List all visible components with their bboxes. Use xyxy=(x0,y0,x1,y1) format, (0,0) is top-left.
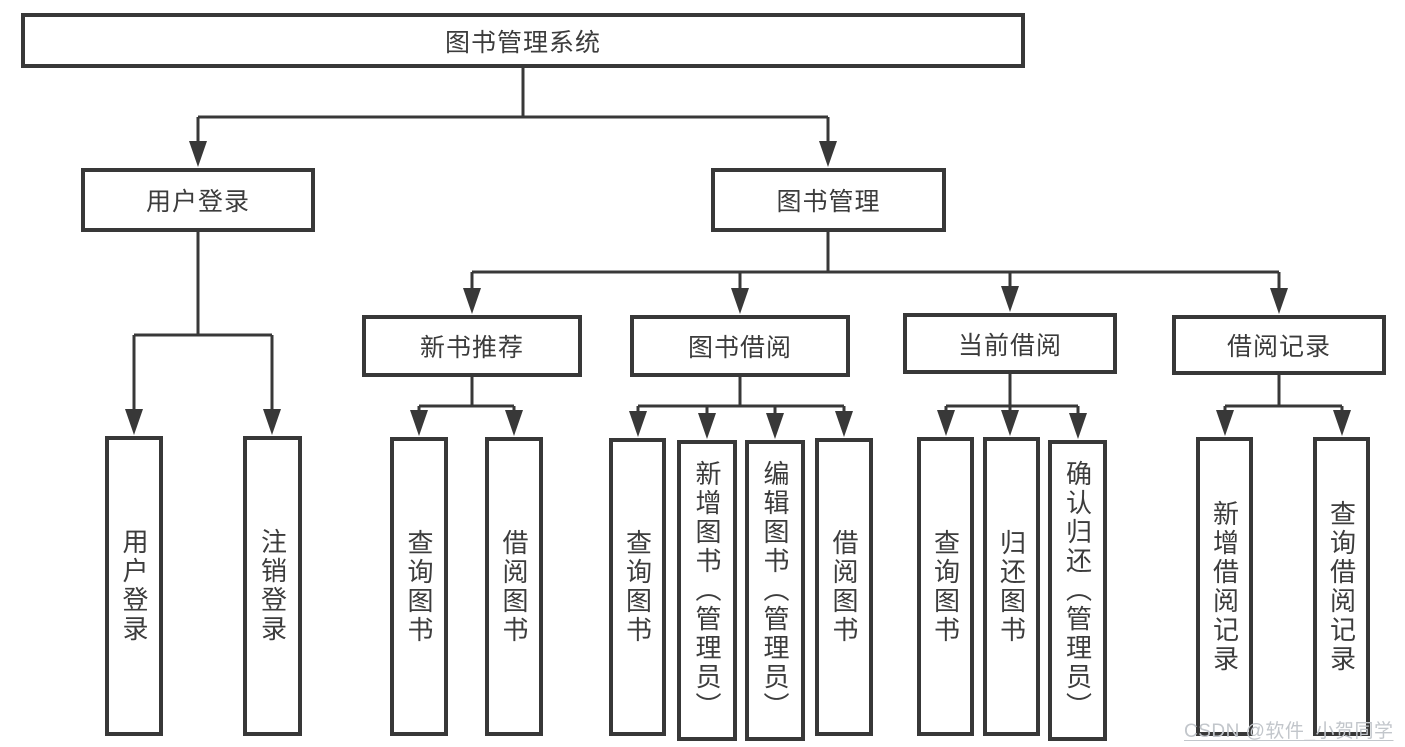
box-add-books-admin: 新增图书（管理员） xyxy=(677,440,737,741)
box-borrow-books: 借阅图书 xyxy=(485,437,543,736)
box-query-books: 查询图书 xyxy=(609,438,666,736)
box-query-books: 查询图书 xyxy=(390,437,448,736)
connector-user-login-children xyxy=(132,232,274,411)
box-edit-books-admin: 编辑图书（管理员） xyxy=(745,440,805,741)
watermark: CSDN @软件_小贺同学 xyxy=(1184,721,1394,742)
connector-book-management-sections xyxy=(470,232,1281,290)
box-book-borrowing: 图书借阅 xyxy=(630,315,850,377)
box-query-books: 查询图书 xyxy=(917,437,974,736)
connector-new-book-children xyxy=(417,377,516,412)
box-library-management-system: 图书管理系统 xyxy=(21,13,1025,68)
box-borrowing-records: 借阅记录 xyxy=(1172,315,1386,375)
box-query-borrow-record: 查询借阅记录 xyxy=(1313,437,1370,736)
box-user-login: 用户登录 xyxy=(81,168,315,232)
box-add-borrow-record: 新增借阅记录 xyxy=(1196,437,1253,736)
connector-current-borrow-children xyxy=(944,374,1080,415)
box-logout: 注销登录 xyxy=(243,436,302,736)
box-user-login-leaf: 用户登录 xyxy=(105,436,163,736)
box-book-management: 图书管理 xyxy=(711,168,946,232)
box-return-books: 归还图书 xyxy=(983,437,1040,736)
box-new-book-recommendation: 新书推荐 xyxy=(362,315,582,377)
connector-borrow-records-children xyxy=(1223,375,1344,412)
arrowheads xyxy=(125,141,1351,439)
box-confirm-return-admin: 确认归还（管理员） xyxy=(1048,440,1107,741)
box-current-borrowing: 当前借阅 xyxy=(903,313,1117,374)
box-borrow-books: 借阅图书 xyxy=(815,438,873,736)
connector-root-to-level2 xyxy=(196,68,830,143)
connector-book-borrow-children xyxy=(636,377,846,415)
